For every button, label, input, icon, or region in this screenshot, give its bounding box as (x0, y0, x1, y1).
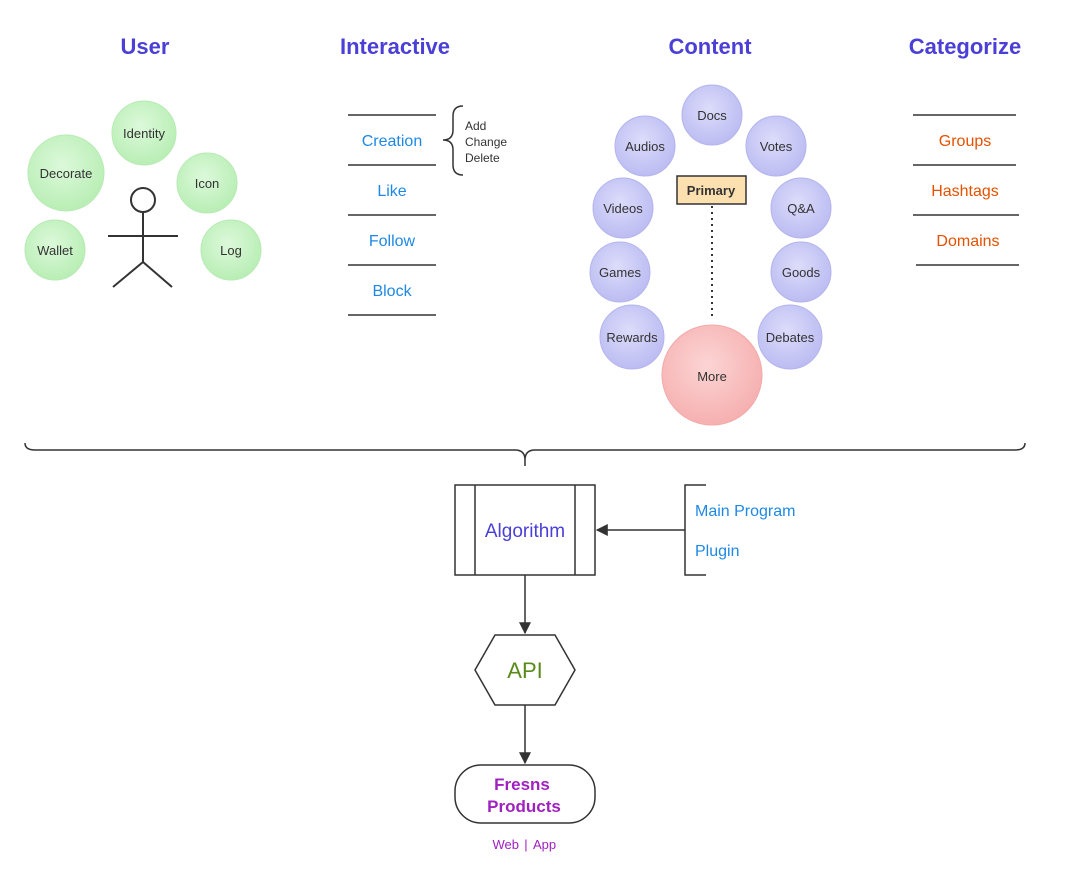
user-bubble-decorate: Decorate (27, 134, 105, 212)
content-bubble-votes: Votes (745, 115, 807, 177)
content-bubble-rewards: Rewards (599, 304, 665, 370)
creation-brace (442, 105, 464, 176)
categorize-item-domains: Domains (936, 233, 999, 250)
user-bubble-log: Log (200, 219, 262, 281)
content-bubble-label: Games (599, 265, 641, 280)
platform-web: Web (493, 837, 520, 852)
interactive-item-creation: Creation (362, 133, 422, 150)
content-bubble-label: Videos (603, 201, 643, 216)
header-content: Content (668, 34, 752, 59)
creation-op-add: Add (465, 119, 486, 133)
content-bubble-docs: Docs (681, 84, 743, 146)
platform-separator: | (524, 837, 527, 852)
content-bubble-games: Games (589, 241, 651, 303)
categorize-dividers (913, 114, 1019, 266)
source-main-program: Main Program (695, 503, 795, 520)
header-interactive: Interactive (340, 34, 450, 59)
content-bubble-label: Q&A (787, 201, 815, 216)
categorize-section: Groups Hashtags Domains (913, 114, 1019, 266)
content-bubble-label: Docs (697, 108, 727, 123)
products-label-line1: Fresns (494, 775, 550, 794)
algorithm-box: Algorithm (454, 484, 596, 576)
categorize-item-groups: Groups (939, 133, 991, 150)
interactive-item-follow: Follow (369, 233, 416, 250)
categorize-item-hashtags: Hashtags (931, 183, 999, 200)
content-primary-box: Primary (676, 175, 747, 205)
content-bubble-qa: Q&A (770, 177, 832, 239)
interactive-section: Creation Like Follow Block Add Change De… (348, 105, 507, 316)
user-section: Identity Decorate Icon Wallet Log (24, 100, 262, 288)
api-hexagon: API (474, 634, 576, 706)
user-bubble-wallet: Wallet (24, 219, 86, 281)
user-bubble-label: Wallet (37, 243, 73, 258)
content-bubble-more: More (661, 324, 763, 426)
creation-op-change: Change (465, 135, 507, 149)
content-bubble-label: Audios (625, 139, 665, 154)
header-categorize: Categorize (909, 34, 1021, 59)
user-bubble-identity: Identity (111, 100, 177, 166)
interactive-item-like: Like (377, 183, 406, 200)
grouping-brace (24, 442, 1026, 466)
source-bracket (684, 484, 706, 576)
user-bubble-label: Decorate (40, 166, 93, 181)
content-bubble-debates: Debates (757, 304, 823, 370)
content-primary-label: Primary (687, 183, 736, 198)
user-bubble-label: Identity (123, 126, 165, 141)
algorithm-label: Algorithm (485, 521, 565, 542)
user-bubble-label: Log (220, 243, 242, 258)
interactive-item-block: Block (372, 283, 412, 300)
user-bubble-icon: Icon (176, 152, 238, 214)
content-bubble-videos: Videos (592, 177, 654, 239)
interactive-dividers (348, 114, 436, 316)
content-bubble-label: Debates (766, 330, 815, 345)
api-label: API (507, 658, 542, 683)
content-more-label: More (697, 369, 727, 384)
creation-op-delete: Delete (465, 151, 500, 165)
content-bubble-goods: Goods (770, 241, 832, 303)
content-bubble-label: Rewards (606, 330, 658, 345)
user-bubble-label: Icon (195, 176, 220, 191)
content-bubble-audios: Audios (614, 115, 676, 177)
products-label-line2: Products (487, 797, 561, 816)
source-plugin: Plugin (695, 543, 739, 560)
user-figure-icon (108, 187, 178, 288)
platform-app: App (533, 837, 556, 852)
content-bubble-label: Votes (760, 139, 793, 154)
content-bubble-label: Goods (782, 265, 821, 280)
content-section: Docs Audios Votes Videos Q&A Games Goods (589, 84, 832, 426)
products-box: Fresns Products (454, 764, 596, 824)
header-user: User (121, 34, 170, 59)
